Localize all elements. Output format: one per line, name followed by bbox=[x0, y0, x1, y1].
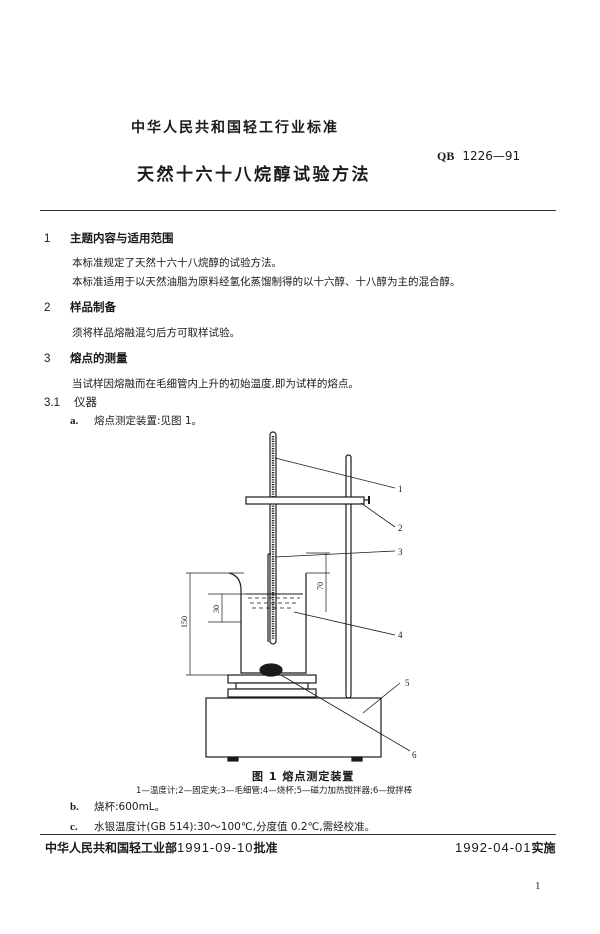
magnetic-stirrer bbox=[205, 697, 382, 758]
callout-5: 5 bbox=[405, 678, 410, 688]
figure-caption: 图 1 熔点测定装置 bbox=[252, 770, 355, 783]
approval-org: 中华人民共和国轻工业部 bbox=[45, 841, 178, 855]
dimension-150: 150 bbox=[180, 616, 189, 628]
callout-6: 6 bbox=[412, 750, 417, 760]
page-number: 1 bbox=[535, 880, 541, 892]
standard-code-number: 1226—91 bbox=[462, 149, 521, 163]
instrument-item-b: b.烧杯:600mL。 bbox=[70, 801, 166, 813]
standard-code-prefix: QB bbox=[437, 149, 455, 163]
section-1-paragraph-1: 本标准规定了天然十六十八烷醇的试验方法。 bbox=[72, 257, 282, 269]
effective-label: 实施 bbox=[531, 841, 556, 855]
stand-rod bbox=[345, 454, 352, 699]
callout-3: 3 bbox=[398, 547, 403, 557]
instrument-item-c: c.水银温度计(GB 514):30～100℃,分度值 0.2℃,需经校准。 bbox=[70, 821, 376, 833]
callout-2: 2 bbox=[398, 523, 403, 533]
melting-point-apparatus-diagram: 1 2 3 4 5 6 150 30 70 bbox=[180, 431, 417, 762]
stir-bar bbox=[259, 663, 283, 677]
effective-date: 1992-04-01 bbox=[455, 840, 532, 855]
callout-1: 1 bbox=[398, 484, 403, 494]
issuing-body-heading: 中华人民共和国轻工行业标准 bbox=[131, 120, 339, 136]
section-3-paragraph: 当试样因熔融而在毛细管内上升的初始温度,即为试样的熔点。 bbox=[72, 378, 359, 390]
standard-code: QB 1226—91 bbox=[437, 149, 520, 164]
approval-label: 批准 bbox=[253, 841, 278, 855]
beaker bbox=[228, 572, 307, 674]
approval-line: 中华人民共和国轻工业部1991-09-10批准 bbox=[45, 839, 278, 856]
clamp-bar bbox=[245, 496, 365, 505]
approval-date: 1991-09-10 bbox=[177, 840, 254, 855]
document-title: 天然十六十八烷醇试验方法 bbox=[137, 165, 371, 185]
dimension-30: 30 bbox=[212, 605, 221, 613]
effective-line: 1992-04-01实施 bbox=[455, 839, 556, 856]
instrument-item-a: a.熔点测定装置:见图 1。 bbox=[70, 415, 203, 427]
section-2-paragraph: 须将样品熔融混匀后方可取样试验。 bbox=[72, 327, 240, 339]
figure-legend: 1—温度计;2—固定夹;3—毛细管;4—烧杯;5—磁力加热搅拌器;6—搅拌棒 bbox=[136, 786, 413, 796]
callout-4: 4 bbox=[398, 630, 403, 640]
dimension-70: 70 bbox=[316, 582, 325, 590]
header-divider bbox=[40, 210, 556, 211]
section-1-paragraph-2: 本标准适用于以天然油脂为原料经氢化蒸馏制得的以十六醇、十八醇为主的混合醇。 bbox=[72, 276, 461, 288]
footer-divider bbox=[40, 834, 556, 835]
